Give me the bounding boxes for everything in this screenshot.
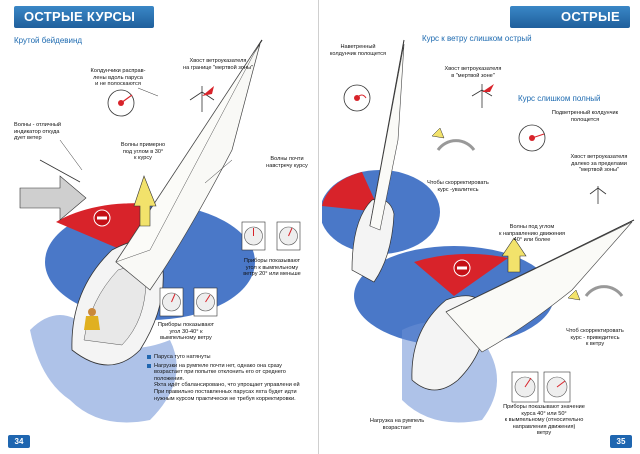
label-instruments-20: Приборы показывают угол к вымпельному ве… — [243, 258, 301, 278]
label-vane-tail: Хвост ветроуказателя на границе "мертвой… — [183, 58, 253, 71]
subtitle-close-hauled: Крутой бейдевинд — [14, 36, 83, 45]
close-hauled-illustration — [19, 39, 301, 423]
wind-vane-icon — [589, 186, 607, 204]
jib — [115, 45, 259, 263]
bullet-item: Нагрузки на румпеле почти нет, однако он… — [147, 363, 312, 403]
helm-head-up-icon — [567, 285, 624, 301]
label-waves-40: Волны под углом к направлению движения 4… — [498, 224, 566, 244]
mainsail-lower — [445, 221, 633, 353]
page-number-left: 34 — [8, 435, 30, 448]
label-windward-telltale: Наветренный колдунчик полощется — [329, 44, 387, 57]
label-telltales: Колдунчики распрaв- лены вдоль паруса и … — [90, 68, 146, 88]
yacht-hull-upper — [351, 198, 395, 283]
bullet-item: Паруса туго натянуты — [147, 354, 312, 361]
heading-arrow — [501, 237, 527, 273]
label-waves: Волны - отличный индикатор откуда дует в… — [14, 122, 62, 142]
wave-splash — [30, 315, 177, 423]
label-vane-dead-zone: Хвост ветроуказателя в "мертвой зоне" — [444, 66, 502, 79]
label-leeward-telltale: Подветренный колдунчик полощется — [551, 110, 619, 123]
instrument-pair-20 — [241, 221, 301, 251]
sailing-errors-illustration — [322, 39, 635, 423]
mainsail-upper — [369, 43, 405, 231]
right-page: ОСТРЫЕ КУРСЫ Курс к ветру слишком острый… — [322, 0, 640, 454]
instrument-pair-30 — [159, 287, 218, 317]
label-instruments-40: Приборы показывают значение курса 40° ил… — [503, 404, 585, 437]
wind-arrow — [19, 175, 87, 221]
wind-vane-icon — [189, 86, 215, 112]
label-waves-angle: Волны примерно под углом в 30° к курсу — [120, 142, 166, 162]
left-page: ОСТРЫЕ КУРСЫ Крутой бейдевинд — [0, 0, 319, 454]
subtitle-too-full: Курс слишком полный — [518, 94, 601, 103]
page-header-right: ОСТРЫЕ КУРСЫ — [510, 6, 630, 46]
heading-arrow — [133, 175, 157, 227]
wind-vane-icon — [471, 84, 494, 108]
label-bear-away: Чтобы скорректировать курс -увалитесь — [427, 180, 489, 193]
label-head-up: Чтоб скорректировать курс - приведитесь … — [566, 328, 624, 348]
page-number-right: 35 — [610, 435, 632, 448]
page-header-left: ОСТРЫЕ КУРСЫ — [14, 6, 154, 28]
label-tiller-load: Нагрузка на румпель возрастает — [369, 418, 425, 431]
sailor — [88, 308, 96, 316]
subtitle-too-close: Курс к ветру слишком острый — [422, 34, 532, 43]
label-waves-ahead: Волны почти навстречу курсу — [266, 156, 308, 169]
label-vane-far: Хвост ветроуказателя далеко за пределами… — [570, 154, 628, 174]
helm-bear-away-icon — [431, 127, 476, 151]
label-instruments-30: Приборы показывают угол 30-40° к вымпель… — [157, 322, 215, 342]
instrument-pair-40 — [511, 371, 571, 403]
bullet-list: Паруса туго натянуты Нагрузки на румпеле… — [147, 354, 312, 404]
